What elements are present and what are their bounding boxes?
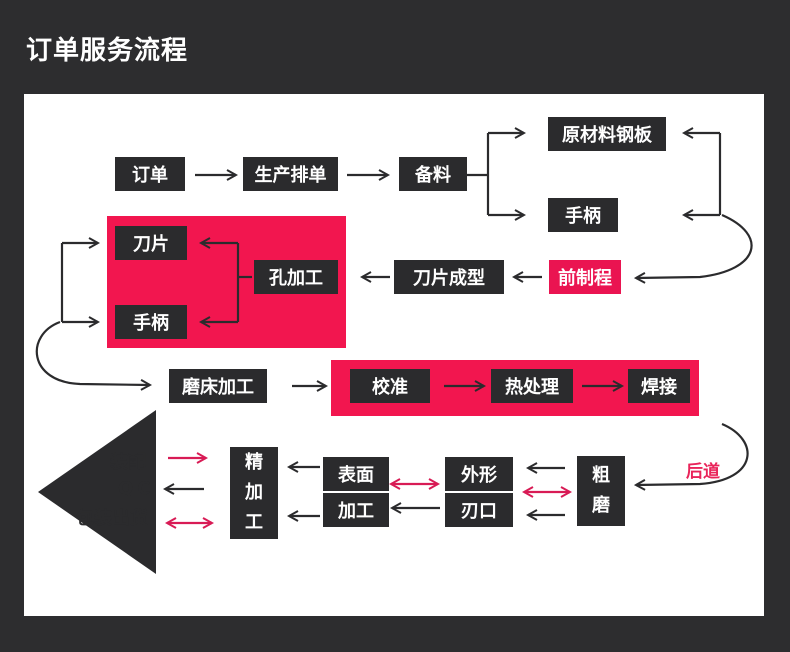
rough-grinding-line1: 粗 <box>592 465 610 486</box>
rough-grinding-line2: 磨 <box>592 495 610 516</box>
schedule-step: 生产排单 <box>243 157 338 191</box>
hole-processing-step: 孔加工 <box>254 260 338 294</box>
welding-step: 焊接 <box>628 369 690 403</box>
handle-left-step: 手柄 <box>115 305 187 339</box>
qc-label: QC <box>118 478 155 499</box>
calibrate-step: 校准 <box>350 369 430 403</box>
pre-process-step: 前制程 <box>549 260 621 294</box>
packing-label: 包装出货 <box>76 508 148 529</box>
raw-steel-step: 原材料钢板 <box>548 117 666 151</box>
edge-step: 刃口 <box>445 493 513 527</box>
surface-processing-step: 加工 <box>323 493 389 527</box>
surface-step: 表面 <box>323 457 389 491</box>
heat-treatment-step: 热处理 <box>491 369 573 403</box>
assembly-label: 装配 <box>110 452 146 473</box>
shape-step: 外形 <box>445 457 513 491</box>
prepare-step: 备料 <box>399 157 467 191</box>
grinding-step: 磨床加工 <box>169 369 267 403</box>
fine-processing-line1: 精 <box>245 452 263 473</box>
blade-forming-step: 刀片成型 <box>394 260 504 294</box>
page-title: 订单服务流程 <box>26 36 189 66</box>
post-process-label: 后道 <box>686 462 720 482</box>
blade-step: 刀片 <box>115 226 187 260</box>
rough-grinding-step: 粗 磨 <box>577 456 625 526</box>
order-step: 订单 <box>115 157 185 191</box>
fine-processing-line2: 加 <box>245 482 263 503</box>
handle-top-step: 手柄 <box>548 198 618 232</box>
fine-processing-step: 精 加 工 <box>230 447 278 539</box>
fine-processing-line3: 工 <box>245 512 263 533</box>
